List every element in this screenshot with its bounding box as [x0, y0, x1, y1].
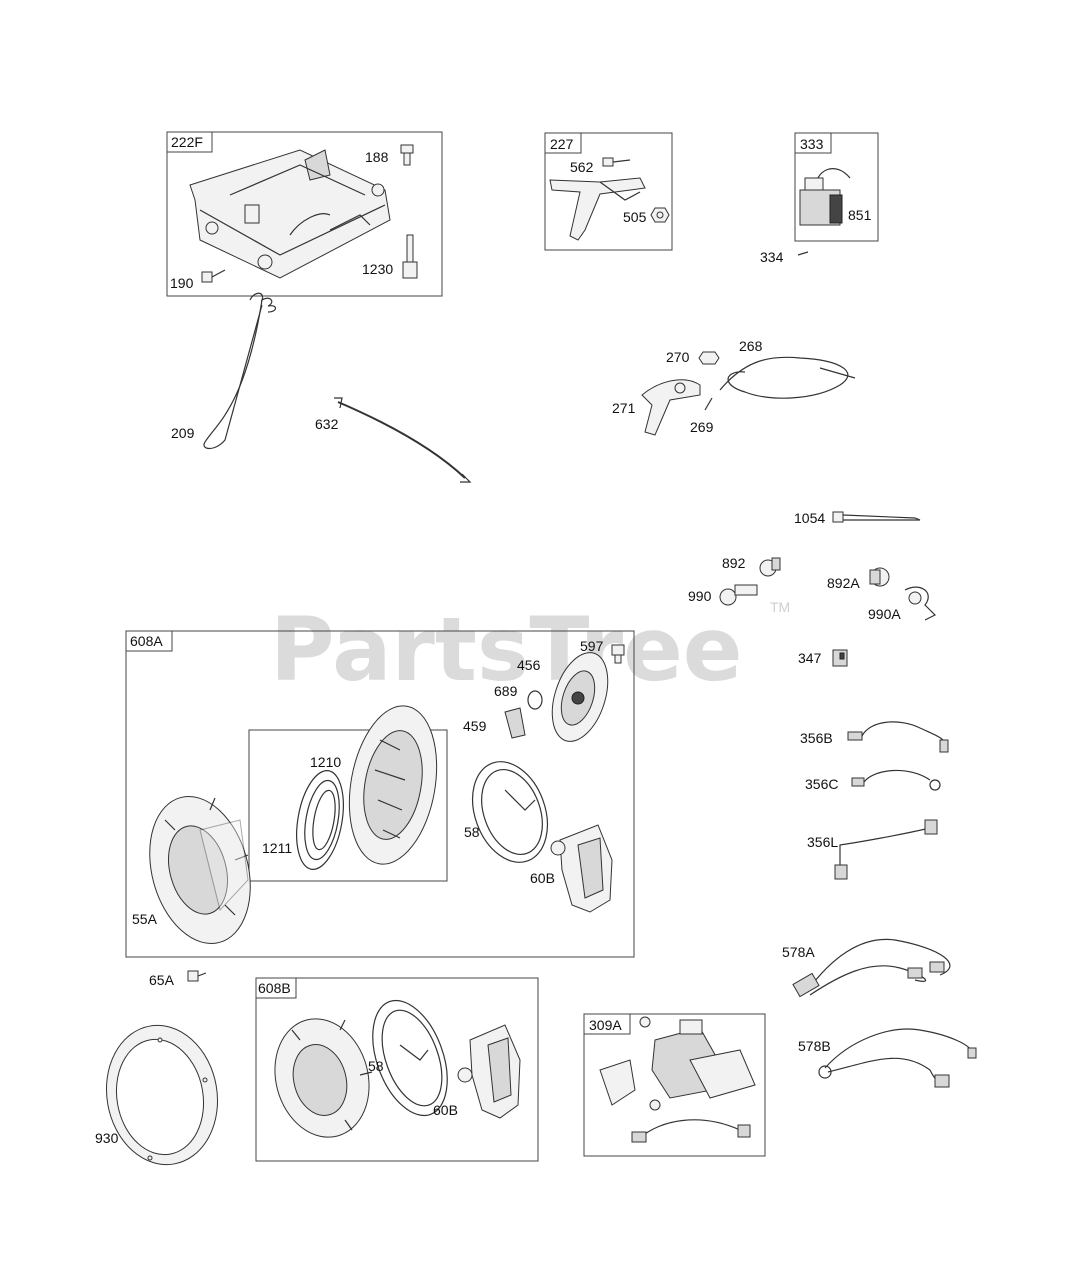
part-label-562[interactable]: 562: [570, 159, 594, 175]
part-label-356l[interactable]: 356L: [807, 834, 838, 850]
key-990a-part[interactable]: [904, 586, 937, 621]
part-label-271[interactable]: 271: [612, 400, 636, 416]
bolt-188-part[interactable]: [400, 144, 414, 166]
harness-356c-part[interactable]: [851, 769, 941, 791]
part-label-356b[interactable]: 356B: [800, 730, 833, 746]
part-label-270[interactable]: 270: [666, 349, 690, 365]
harness-356b-part[interactable]: [847, 721, 949, 753]
bolt-562-part[interactable]: [602, 157, 631, 167]
box-label-309a: 309A: [589, 1017, 622, 1033]
watermark-tm: TM: [770, 599, 790, 615]
part-label-505[interactable]: 505: [623, 209, 647, 225]
part-label-990a[interactable]: 990A: [868, 606, 901, 622]
part-label-578a[interactable]: 578A: [782, 944, 815, 960]
box-333: 333 851: [794, 132, 879, 242]
pawl-459-part[interactable]: [504, 707, 526, 739]
screw-65a-part[interactable]: [187, 970, 207, 982]
ring-689-part[interactable]: [527, 690, 543, 710]
spring-1211-part[interactable]: [290, 767, 351, 873]
part-label-356c[interactable]: 356C: [805, 776, 838, 792]
handle-60b-part[interactable]: [550, 824, 613, 913]
part-label-347[interactable]: 347: [798, 650, 822, 666]
part-label-990[interactable]: 990: [688, 588, 712, 604]
box-309a: 309A: [583, 1013, 766, 1157]
box-227: 227 562 505: [544, 132, 673, 251]
screw-597-part[interactable]: [611, 644, 625, 664]
part-label-269[interactable]: 269: [690, 419, 714, 435]
box-label-608a: 608A: [130, 633, 163, 649]
harness-356l-part[interactable]: [834, 819, 938, 880]
bolt-190-part[interactable]: [201, 269, 226, 283]
housing-55a-part[interactable]: [134, 785, 266, 955]
part-label-892[interactable]: 892: [722, 555, 746, 571]
part-label-1210[interactable]: 1210: [310, 754, 341, 770]
box-608b: 608B 58 60B: [255, 977, 539, 1162]
inner-box-1210: [248, 729, 448, 882]
key-990-part[interactable]: [719, 584, 758, 606]
part-label-190[interactable]: 190: [170, 275, 194, 291]
part-label-58b[interactable]: 58: [368, 1058, 384, 1074]
ignition-coil-part[interactable]: [799, 168, 851, 226]
part-label-632[interactable]: 632: [315, 416, 339, 432]
link-632-part[interactable]: [334, 397, 472, 483]
part-label-60b-b[interactable]: 60B: [433, 1102, 458, 1118]
handle-60b-b-part[interactable]: [457, 1024, 521, 1119]
part-label-209[interactable]: 209: [171, 425, 195, 441]
part-label-268[interactable]: 268: [739, 338, 763, 354]
part-label-930[interactable]: 930: [95, 1130, 119, 1146]
screen-930-part[interactable]: [96, 1017, 229, 1174]
harness-578b-part[interactable]: [818, 1028, 977, 1088]
switch-892-part[interactable]: [759, 557, 781, 577]
nut-505-part[interactable]: [650, 207, 670, 223]
starter-motor-309a-part[interactable]: [599, 1016, 756, 1143]
box-label-222f: 222F: [171, 134, 203, 150]
bracket-271-part[interactable]: [641, 379, 701, 436]
mounting-plate-part[interactable]: [189, 149, 391, 279]
wire-269-part[interactable]: [704, 397, 713, 411]
spring-209-part[interactable]: [203, 292, 277, 450]
stud-1230-part[interactable]: [402, 234, 418, 279]
part-label-60b[interactable]: 60B: [530, 870, 555, 886]
cable-tie-1054-part[interactable]: [832, 511, 921, 523]
part-label-689[interactable]: 689: [494, 683, 518, 699]
bracket-227-part[interactable]: [549, 177, 646, 241]
screw-334-part[interactable]: [797, 251, 809, 256]
part-label-1230[interactable]: 1230: [362, 261, 393, 277]
part-label-1211[interactable]: 1211: [262, 840, 292, 856]
housing-608b-part[interactable]: [262, 1008, 382, 1148]
box-label-333: 333: [800, 136, 824, 152]
part-label-58[interactable]: 58: [464, 824, 480, 840]
cable-268-part[interactable]: [719, 356, 856, 399]
part-label-334[interactable]: 334: [760, 249, 784, 265]
watermark: PartsTree: [270, 598, 742, 701]
part-label-1054[interactable]: 1054: [794, 510, 825, 526]
switch-892a-part[interactable]: [869, 567, 890, 587]
part-label-892a[interactable]: 892A: [827, 575, 860, 591]
part-label-188[interactable]: 188: [365, 149, 389, 165]
part-label-578b[interactable]: 578B: [798, 1038, 831, 1054]
part-label-597[interactable]: 597: [580, 638, 604, 654]
box-222f: 222F 188 190 1230: [166, 131, 443, 297]
harness-578a-part[interactable]: [792, 938, 951, 998]
part-label-459[interactable]: 459: [463, 718, 487, 734]
nut-270-part[interactable]: [698, 351, 720, 365]
part-label-456[interactable]: 456: [517, 657, 541, 673]
connector-347-part[interactable]: [832, 649, 848, 667]
part-label-851[interactable]: 851: [848, 207, 872, 223]
part-label-55a[interactable]: 55A: [132, 911, 158, 927]
rope-58b-part[interactable]: [358, 990, 461, 1125]
pulley-1210-part[interactable]: [338, 699, 449, 871]
box-label-608b: 608B: [258, 980, 291, 996]
part-label-65a[interactable]: 65A: [149, 972, 175, 988]
box-608a: 608A: [125, 630, 635, 958]
pawl-cup-456-part[interactable]: [542, 646, 618, 749]
rope-58-part[interactable]: [459, 751, 560, 873]
box-label-227: 227: [550, 136, 574, 152]
